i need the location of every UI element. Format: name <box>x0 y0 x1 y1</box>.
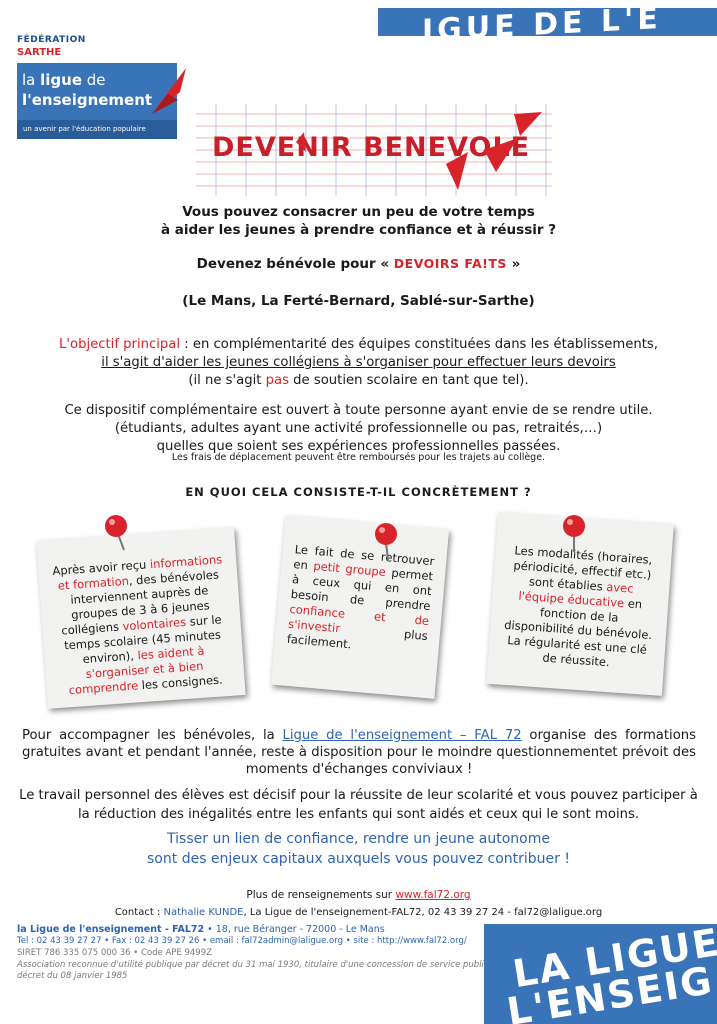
plus-info: Plus de renseignements sur www.fal72.org <box>246 889 471 901</box>
logo-tagline: un avenir par l'éducation populaire <box>17 120 177 139</box>
federation-label: FÉDÉRATION <box>17 35 86 45</box>
footer-tel: Tel : 02 43 39 27 27 • Fax : 02 43 39 27… <box>17 936 467 946</box>
pushpin-icon <box>105 515 127 551</box>
footer-logo: LA LIGUE L'ENSEIG <box>484 924 717 1024</box>
grid-background <box>196 104 552 196</box>
travail-paragraph: Le travail personnel des élèves est déci… <box>19 788 698 822</box>
frais-note: Les frais de déplacement peuvent être re… <box>171 452 546 463</box>
dispositif-paragraph: Ce dispositif complémentaire est ouvert … <box>64 403 653 454</box>
devenir-benevole-title: DEVENIR BENEVOLE <box>212 132 531 163</box>
website-link[interactable]: www.fal72.org <box>395 889 471 901</box>
intro-question: Vous pouvez consacrer un peu de votre te… <box>160 204 557 238</box>
section-question: EN QUOI CELA CONSISTE-T-IL CONCRÈTEMENT … <box>185 485 532 499</box>
pushpin-icon <box>563 515 585 552</box>
footer-assoc-1: Association reconnue d'utilité publique … <box>17 960 506 970</box>
logo-flag-icon <box>152 68 186 114</box>
note-card-2: Le fait de se retrouver en petit groupe … <box>270 515 450 699</box>
contact-line: Contact : Nathalie KUNDE, La Ligue de l'… <box>114 907 603 918</box>
footer-org: la Ligue de l'enseignement - FAL72 • 18,… <box>17 924 385 935</box>
fal72-link[interactable]: Ligue de l'enseignement – FAL 72 <box>282 728 522 743</box>
logo-line1: la ligue de <box>22 71 106 89</box>
pushpin-icon <box>375 523 397 561</box>
red-arrows-icon <box>296 112 542 190</box>
footer-assoc-2: décret du 08 janvier 1985 <box>17 971 128 981</box>
villes: (Le Mans, La Ferté-Bernard, Sablé-sur-Sa… <box>182 293 535 309</box>
devenez-benevole: Devenez bénévole pour « DEVOIRS FA!TS » <box>196 256 521 272</box>
top-banner: IGUE DE L'E <box>378 0 717 36</box>
tisser-slogan: Tisser un lien de confiance, rendre un j… <box>147 831 570 867</box>
note-card-1: Après avoir reçu informations et formati… <box>36 527 246 709</box>
logo-line2: l'enseignement <box>22 91 153 109</box>
footer-siret: SIRET 786 335 075 000 36 • Code APE 9499… <box>17 948 212 958</box>
departement-label: SARTHE <box>17 47 62 58</box>
objectif-paragraph: L'objectif principal : en complémentarit… <box>59 337 658 388</box>
accompagner-paragraph: Pour accompagner les bénévoles, la Ligue… <box>22 728 696 777</box>
